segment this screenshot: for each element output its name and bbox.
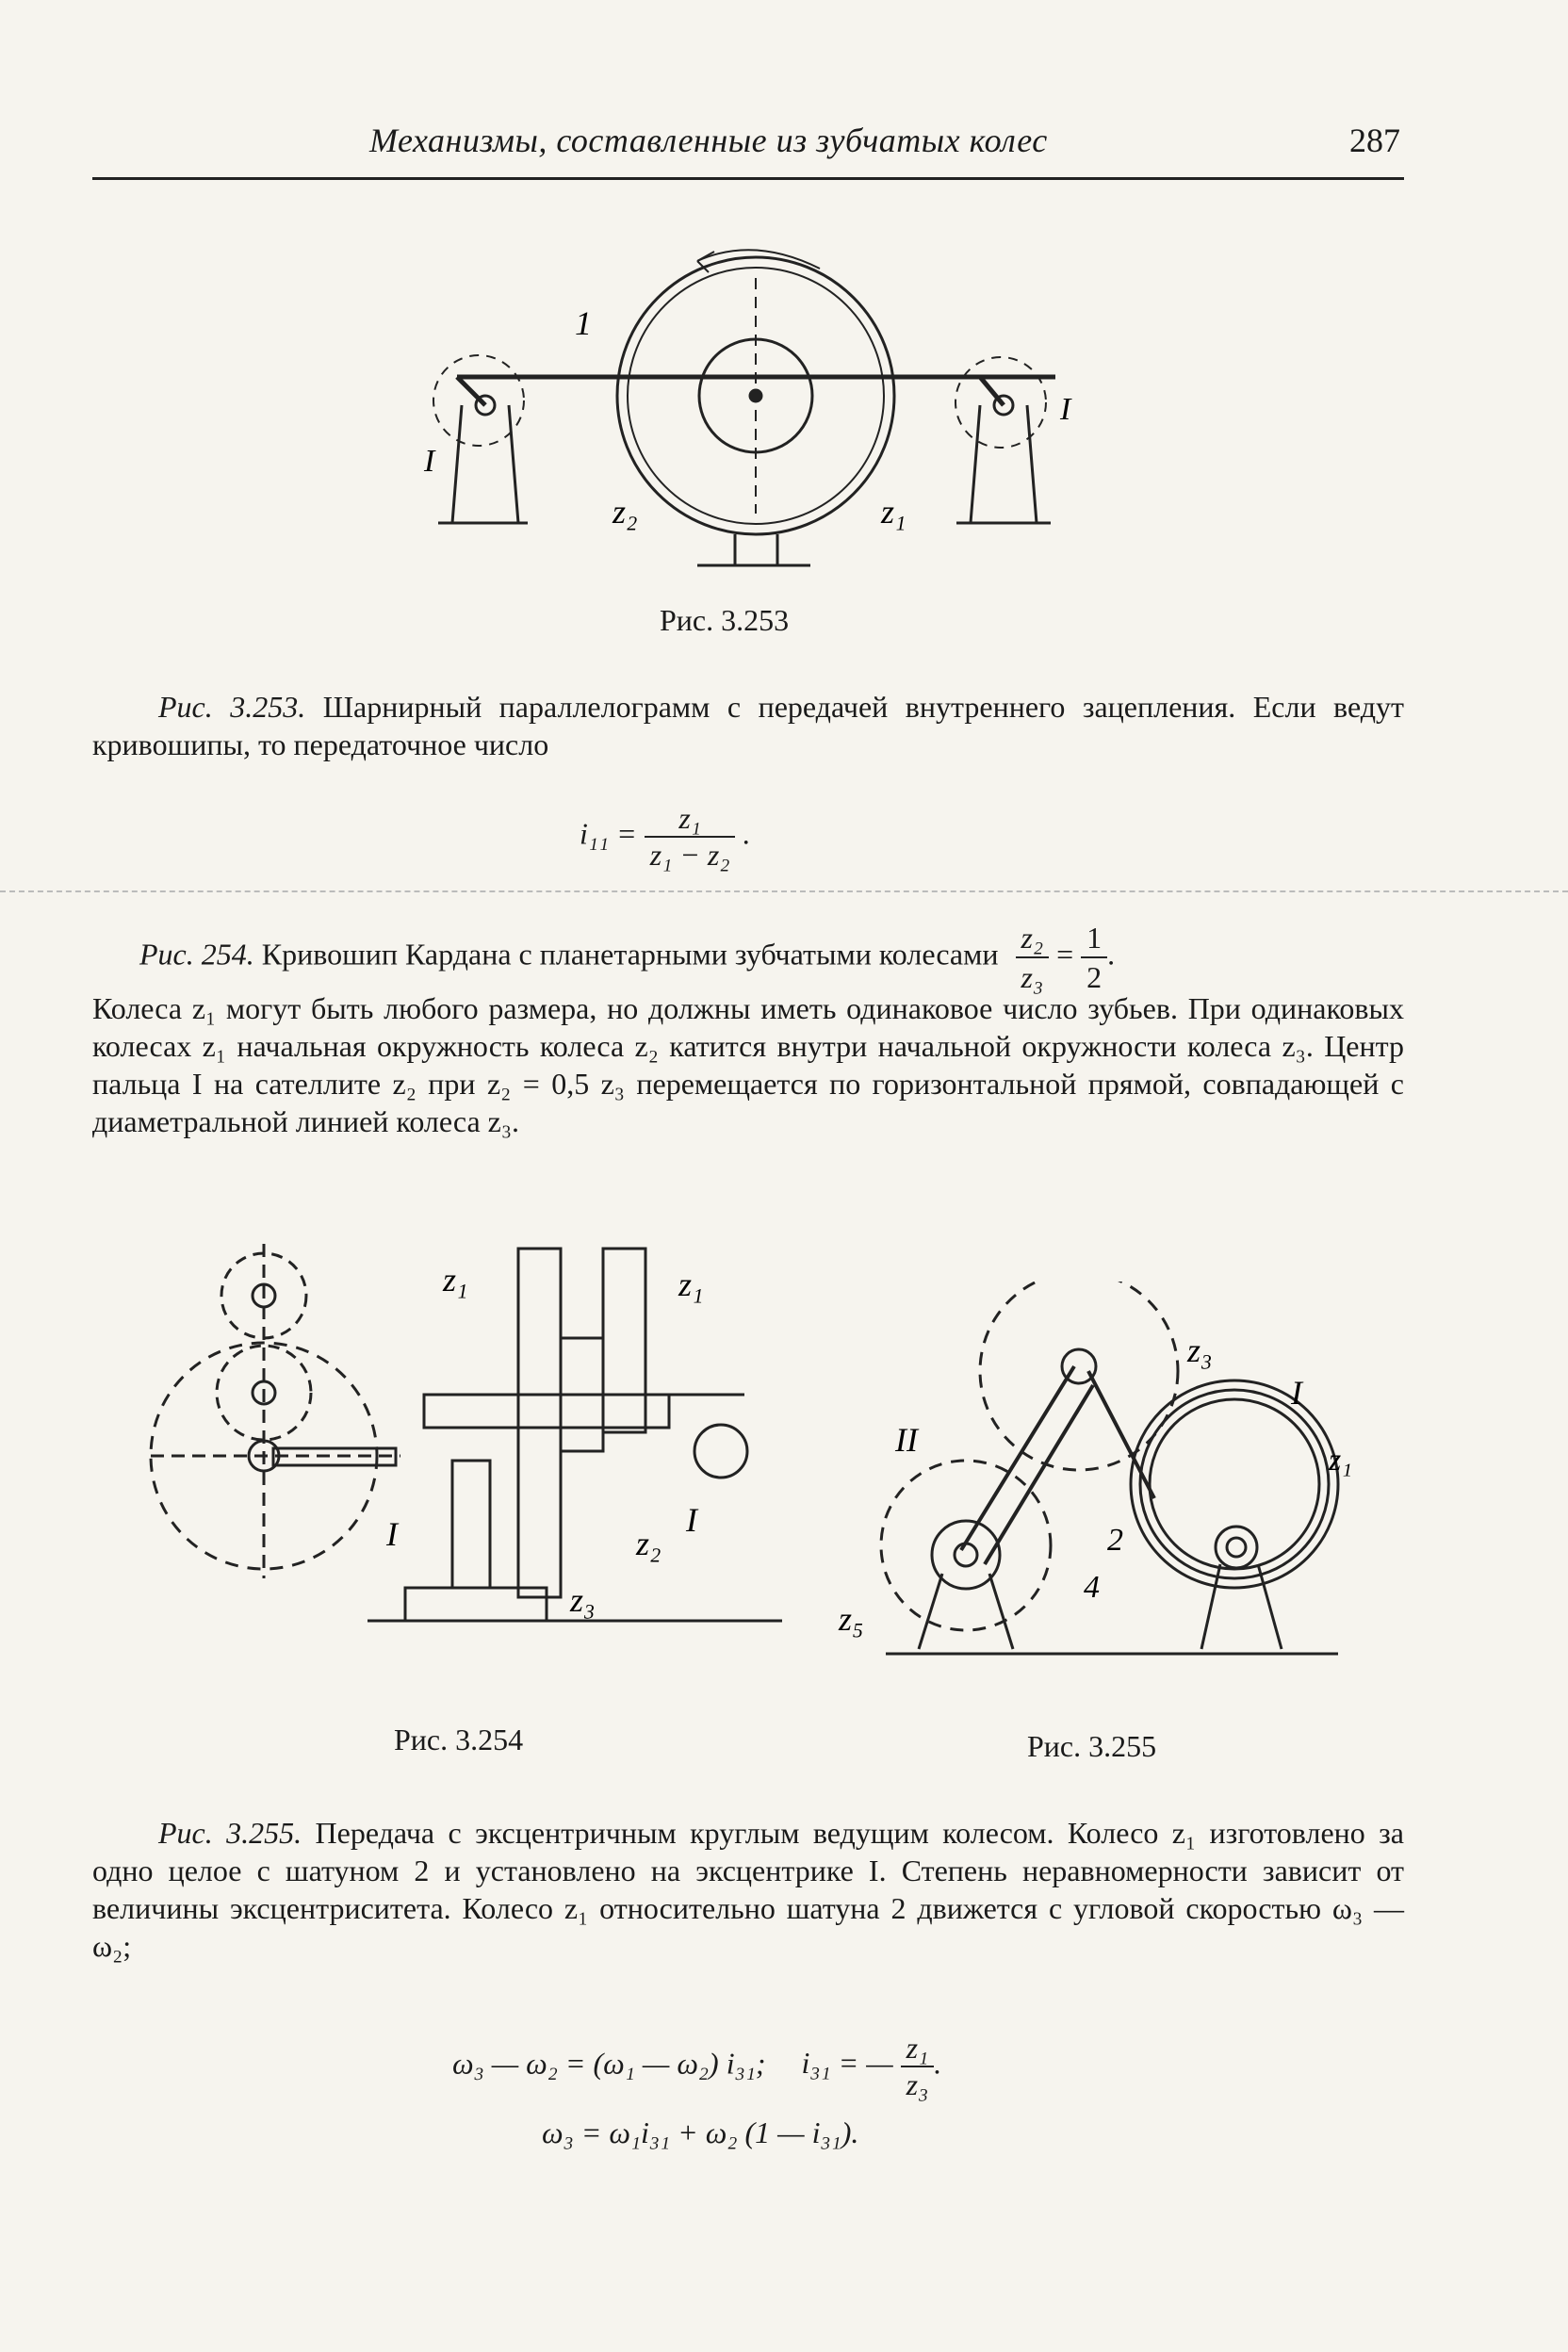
label-4: 4	[1084, 1570, 1100, 1605]
label-z2: z₂	[635, 1525, 662, 1562]
ratio-num1: z₂	[1015, 919, 1050, 958]
header-rule	[92, 177, 1404, 180]
ratio-num2: 1	[1081, 919, 1108, 958]
label-link-1: 1	[575, 304, 592, 342]
label-2: 2	[1107, 1523, 1123, 1558]
label-right-crank: I	[1059, 392, 1072, 427]
desc-254-lead-line: Рис. 254. Кривошип Кардана с планетарным…	[92, 919, 1404, 996]
formula-i31-tail: .	[934, 2046, 942, 2081]
label-z3: z₃	[569, 1581, 596, 1619]
ratio-eq: =	[1056, 937, 1074, 972]
formula-omega-relation: ω₃ — ω₂ = (ω₁ — ω₂) i₃₁;	[452, 2046, 766, 2081]
desc-3-255-label: Рис. 3.255.	[158, 1816, 302, 1850]
label-z1-left: z₁	[442, 1261, 468, 1298]
label-left-crank: I	[423, 444, 436, 479]
desc-254-label: Рис. 254.	[139, 937, 254, 972]
formula-i11-tail: .	[743, 816, 751, 851]
desc-3-253: Рис. 3.253. Шарнирный параллелограмм с п…	[92, 688, 1404, 763]
desc-3-253-text: Шарнирный параллелограмм с передачей вну…	[92, 690, 1405, 761]
formula-i31-lhs: i₃₁ = —	[801, 2046, 893, 2081]
page-number: 287	[1349, 122, 1400, 159]
label-z1: z₁	[880, 493, 906, 531]
gear-z1-inner	[627, 267, 885, 525]
formula-i31-den: z₃	[906, 2067, 929, 2101]
label-z5: z₅	[838, 1600, 864, 1638]
separator	[0, 890, 1568, 892]
ratio-den1: z₃	[1021, 960, 1044, 994]
desc-3-255: Рис. 3.255. Передача с эксцентричным кру…	[92, 1814, 1404, 1965]
formula-3-255-a: ω₃ — ω₂ = (ω₁ — ω₂) i₃₁; i₃₁ = — z₁ z₃ .	[452, 2031, 941, 2102]
figure-3-253: 1 z₂ z₁ I I	[423, 249, 1072, 567]
formula-i11-den: z₁ − z₂	[649, 838, 730, 872]
desc-254-body: Колеса z₁ могут быть любого размера, но …	[92, 991, 1404, 1138]
label-z1: z₁	[1328, 1443, 1352, 1478]
desc-3-253-label: Рис. 3.253.	[158, 690, 306, 724]
gear-z1-outer	[615, 255, 896, 536]
label-II: II	[894, 1421, 920, 1459]
formula-i11-lhs: i₁₁ =	[580, 816, 637, 851]
formula-i11: i₁₁ = z₁ z₁ − z₂ .	[580, 801, 750, 873]
formula-3-255-b: ω₃ = ω₁i₃₁ + ω₂ (1 — i₃₁).	[542, 2115, 859, 2149]
label-I: I	[1290, 1374, 1304, 1412]
figure-3-255: z₃ I z₁ II 2 4 z₅	[838, 1282, 1352, 1656]
ratio-tail: .	[1107, 937, 1116, 972]
running-header-title: Механизмы, составленные из зубчатых коле…	[369, 122, 1048, 159]
desc-3-255-text: Передача с эксцентричным круглым ведущим…	[92, 1816, 1405, 1963]
formula-i11-num: z₁	[644, 801, 736, 838]
formula-i31-num: z₁	[900, 2031, 935, 2067]
label-z2: z₂	[612, 493, 638, 531]
label-I: I	[385, 1515, 400, 1553]
desc-254-lead: Кривошип Кардана с планетарными зубчатым…	[261, 937, 999, 972]
ratio-den2: 2	[1086, 960, 1102, 994]
figure-3-254: z₁ z₁ I z₂ I z₃	[149, 1244, 782, 1623]
caption-3-255: Рис. 3.255	[1027, 1729, 1157, 1763]
label-one: I	[685, 1501, 699, 1539]
caption-3-253: Рис. 3.253	[660, 603, 790, 637]
caption-3-254: Рис. 3.254	[394, 1723, 524, 1756]
label-z3: z₃	[1186, 1331, 1213, 1369]
label-z1-right: z₁	[678, 1266, 704, 1303]
